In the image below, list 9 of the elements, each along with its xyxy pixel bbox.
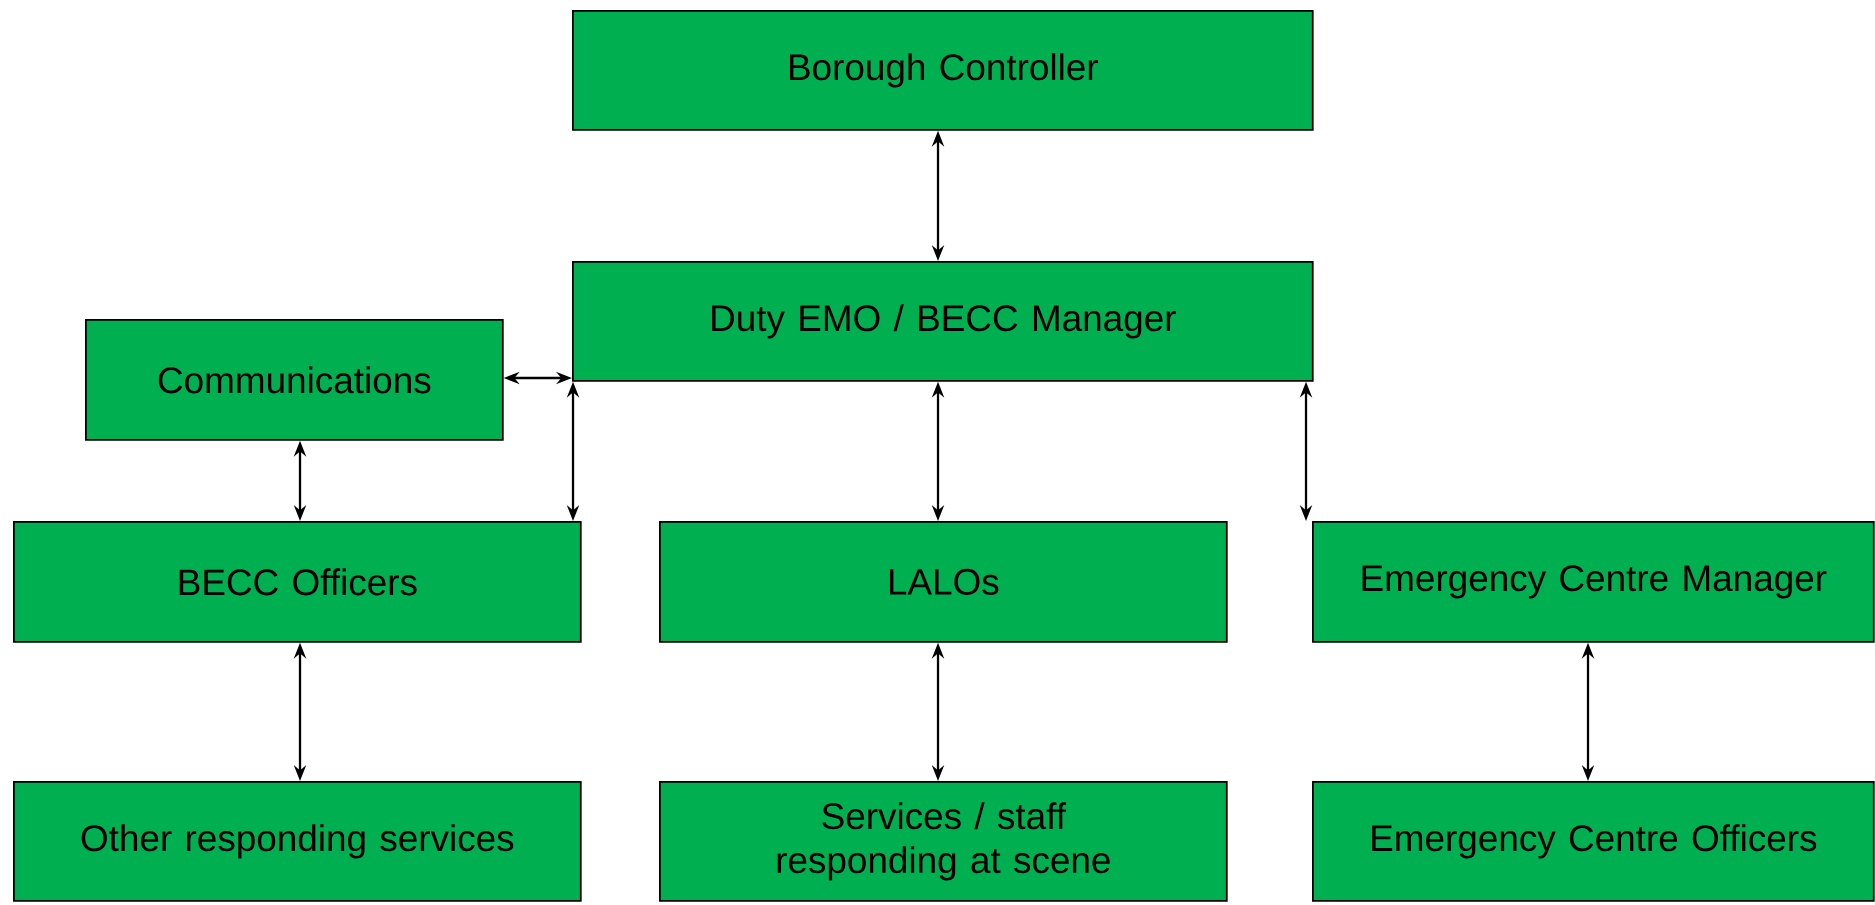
process-box: Emergency Centre Manager — [1312, 521, 1875, 643]
process-box: Services / staff responding at scene — [659, 781, 1228, 902]
process-box: Duty EMO / BECC Manager — [572, 261, 1314, 382]
process-box: Emergency Centre Officers — [1312, 781, 1875, 902]
process-box: Borough Controller — [572, 10, 1314, 131]
process-box: Communications — [85, 319, 504, 441]
process-box: Other responding services — [13, 781, 582, 902]
process-box: BECC Officers — [13, 521, 582, 643]
process-box: LALOs — [659, 521, 1228, 643]
